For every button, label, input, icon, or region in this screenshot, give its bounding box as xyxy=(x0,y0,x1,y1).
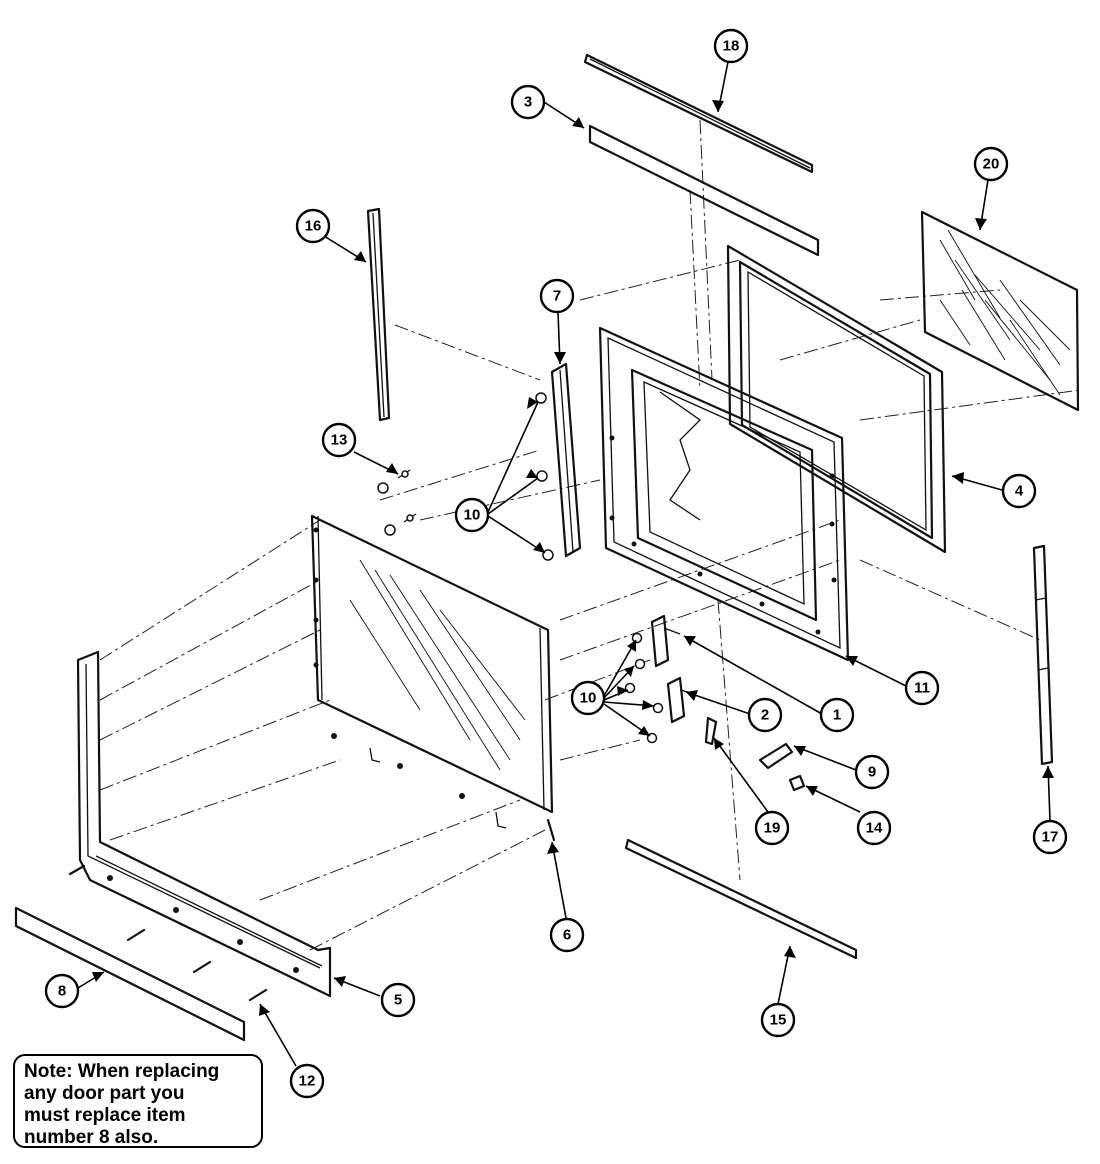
callout-19-label: 19 xyxy=(764,820,781,837)
glass-panel-part xyxy=(920,210,1080,412)
hinge-hardware-parts xyxy=(624,614,806,792)
callout-10-lower-label: 10 xyxy=(580,690,597,707)
callout-19: 19 xyxy=(754,810,790,846)
bottom-strip-part xyxy=(624,838,858,960)
callout-15-label: 15 xyxy=(770,1012,787,1029)
callout-3-label: 3 xyxy=(524,94,532,111)
callout-8-label: 8 xyxy=(58,983,66,1000)
callout-4: 4 xyxy=(1001,473,1037,509)
callout-14: 14 xyxy=(856,810,892,846)
callout-7-label: 7 xyxy=(553,288,561,305)
note-line-3: must replace item xyxy=(24,1105,186,1126)
alignment-lines xyxy=(99,119,1081,951)
callout-7: 7 xyxy=(539,278,575,314)
note-line-4: number 8 also. xyxy=(24,1127,159,1148)
right-vertical-strip-part xyxy=(1032,544,1054,766)
callout-10-upper: 10 xyxy=(454,497,490,533)
callout-16-label: 16 xyxy=(305,218,322,235)
callout-2-label: 2 xyxy=(761,707,769,724)
callout-17: 17 xyxy=(1032,819,1068,855)
note-line-2: any door part you xyxy=(24,1083,185,1104)
callout-2: 2 xyxy=(747,697,783,733)
door-seal-frame-part xyxy=(726,244,947,554)
callout-12: 12 xyxy=(289,1063,325,1099)
callout-9: 9 xyxy=(854,754,890,790)
arrowheads xyxy=(92,100,1054,1016)
replacement-note-box: Note: When replacing any door part you m… xyxy=(13,1054,263,1148)
callout-13-label: 13 xyxy=(331,432,348,449)
callout-12-label: 12 xyxy=(299,1073,316,1090)
leader-lines xyxy=(77,61,1051,1067)
callout-6: 6 xyxy=(549,917,585,953)
callout-4-label: 4 xyxy=(1015,483,1024,500)
left-vertical-strip-part xyxy=(366,207,391,422)
callout-11: 11 xyxy=(904,670,940,706)
outer-door-panel-part xyxy=(310,514,554,829)
callout-16: 16 xyxy=(295,208,331,244)
callout-18-label: 18 xyxy=(723,38,740,55)
note-line-1: Note: When replacing xyxy=(24,1061,220,1082)
inner-door-frame-part xyxy=(598,326,850,662)
side-bracket-part xyxy=(550,362,582,558)
top-trim-strip-part xyxy=(583,53,814,174)
callout-11-label: 11 xyxy=(914,680,930,697)
bottom-vent-strip-part xyxy=(14,906,246,1042)
hinge-pin-part xyxy=(546,818,556,842)
callout-14-label: 14 xyxy=(866,820,883,837)
callout-5-label: 5 xyxy=(394,992,402,1009)
callout-3: 3 xyxy=(510,84,546,120)
callout-1: 1 xyxy=(819,697,855,733)
screw-fasteners-12 xyxy=(68,864,268,1002)
nut-fasteners-upper xyxy=(535,392,554,561)
callout-20: 20 xyxy=(973,146,1009,182)
callout-15: 15 xyxy=(760,1002,796,1038)
callout-10-lower: 10 xyxy=(570,680,606,716)
insulation-strip-part xyxy=(588,124,820,257)
callout-17-label: 17 xyxy=(1042,829,1059,846)
callout-1-label: 1 xyxy=(833,707,841,724)
callout-10-upper-label: 10 xyxy=(464,507,481,524)
callout-20-label: 20 xyxy=(983,156,1000,173)
callout-6-label: 6 xyxy=(563,927,571,944)
callout-9-label: 9 xyxy=(868,764,876,781)
screw-fasteners-13 xyxy=(377,469,417,536)
callout-5: 5 xyxy=(380,982,416,1018)
callout-8: 8 xyxy=(44,973,80,1009)
callout-18: 18 xyxy=(713,28,749,64)
door-bottom-frame-part xyxy=(76,650,332,998)
callout-13: 13 xyxy=(321,422,357,458)
